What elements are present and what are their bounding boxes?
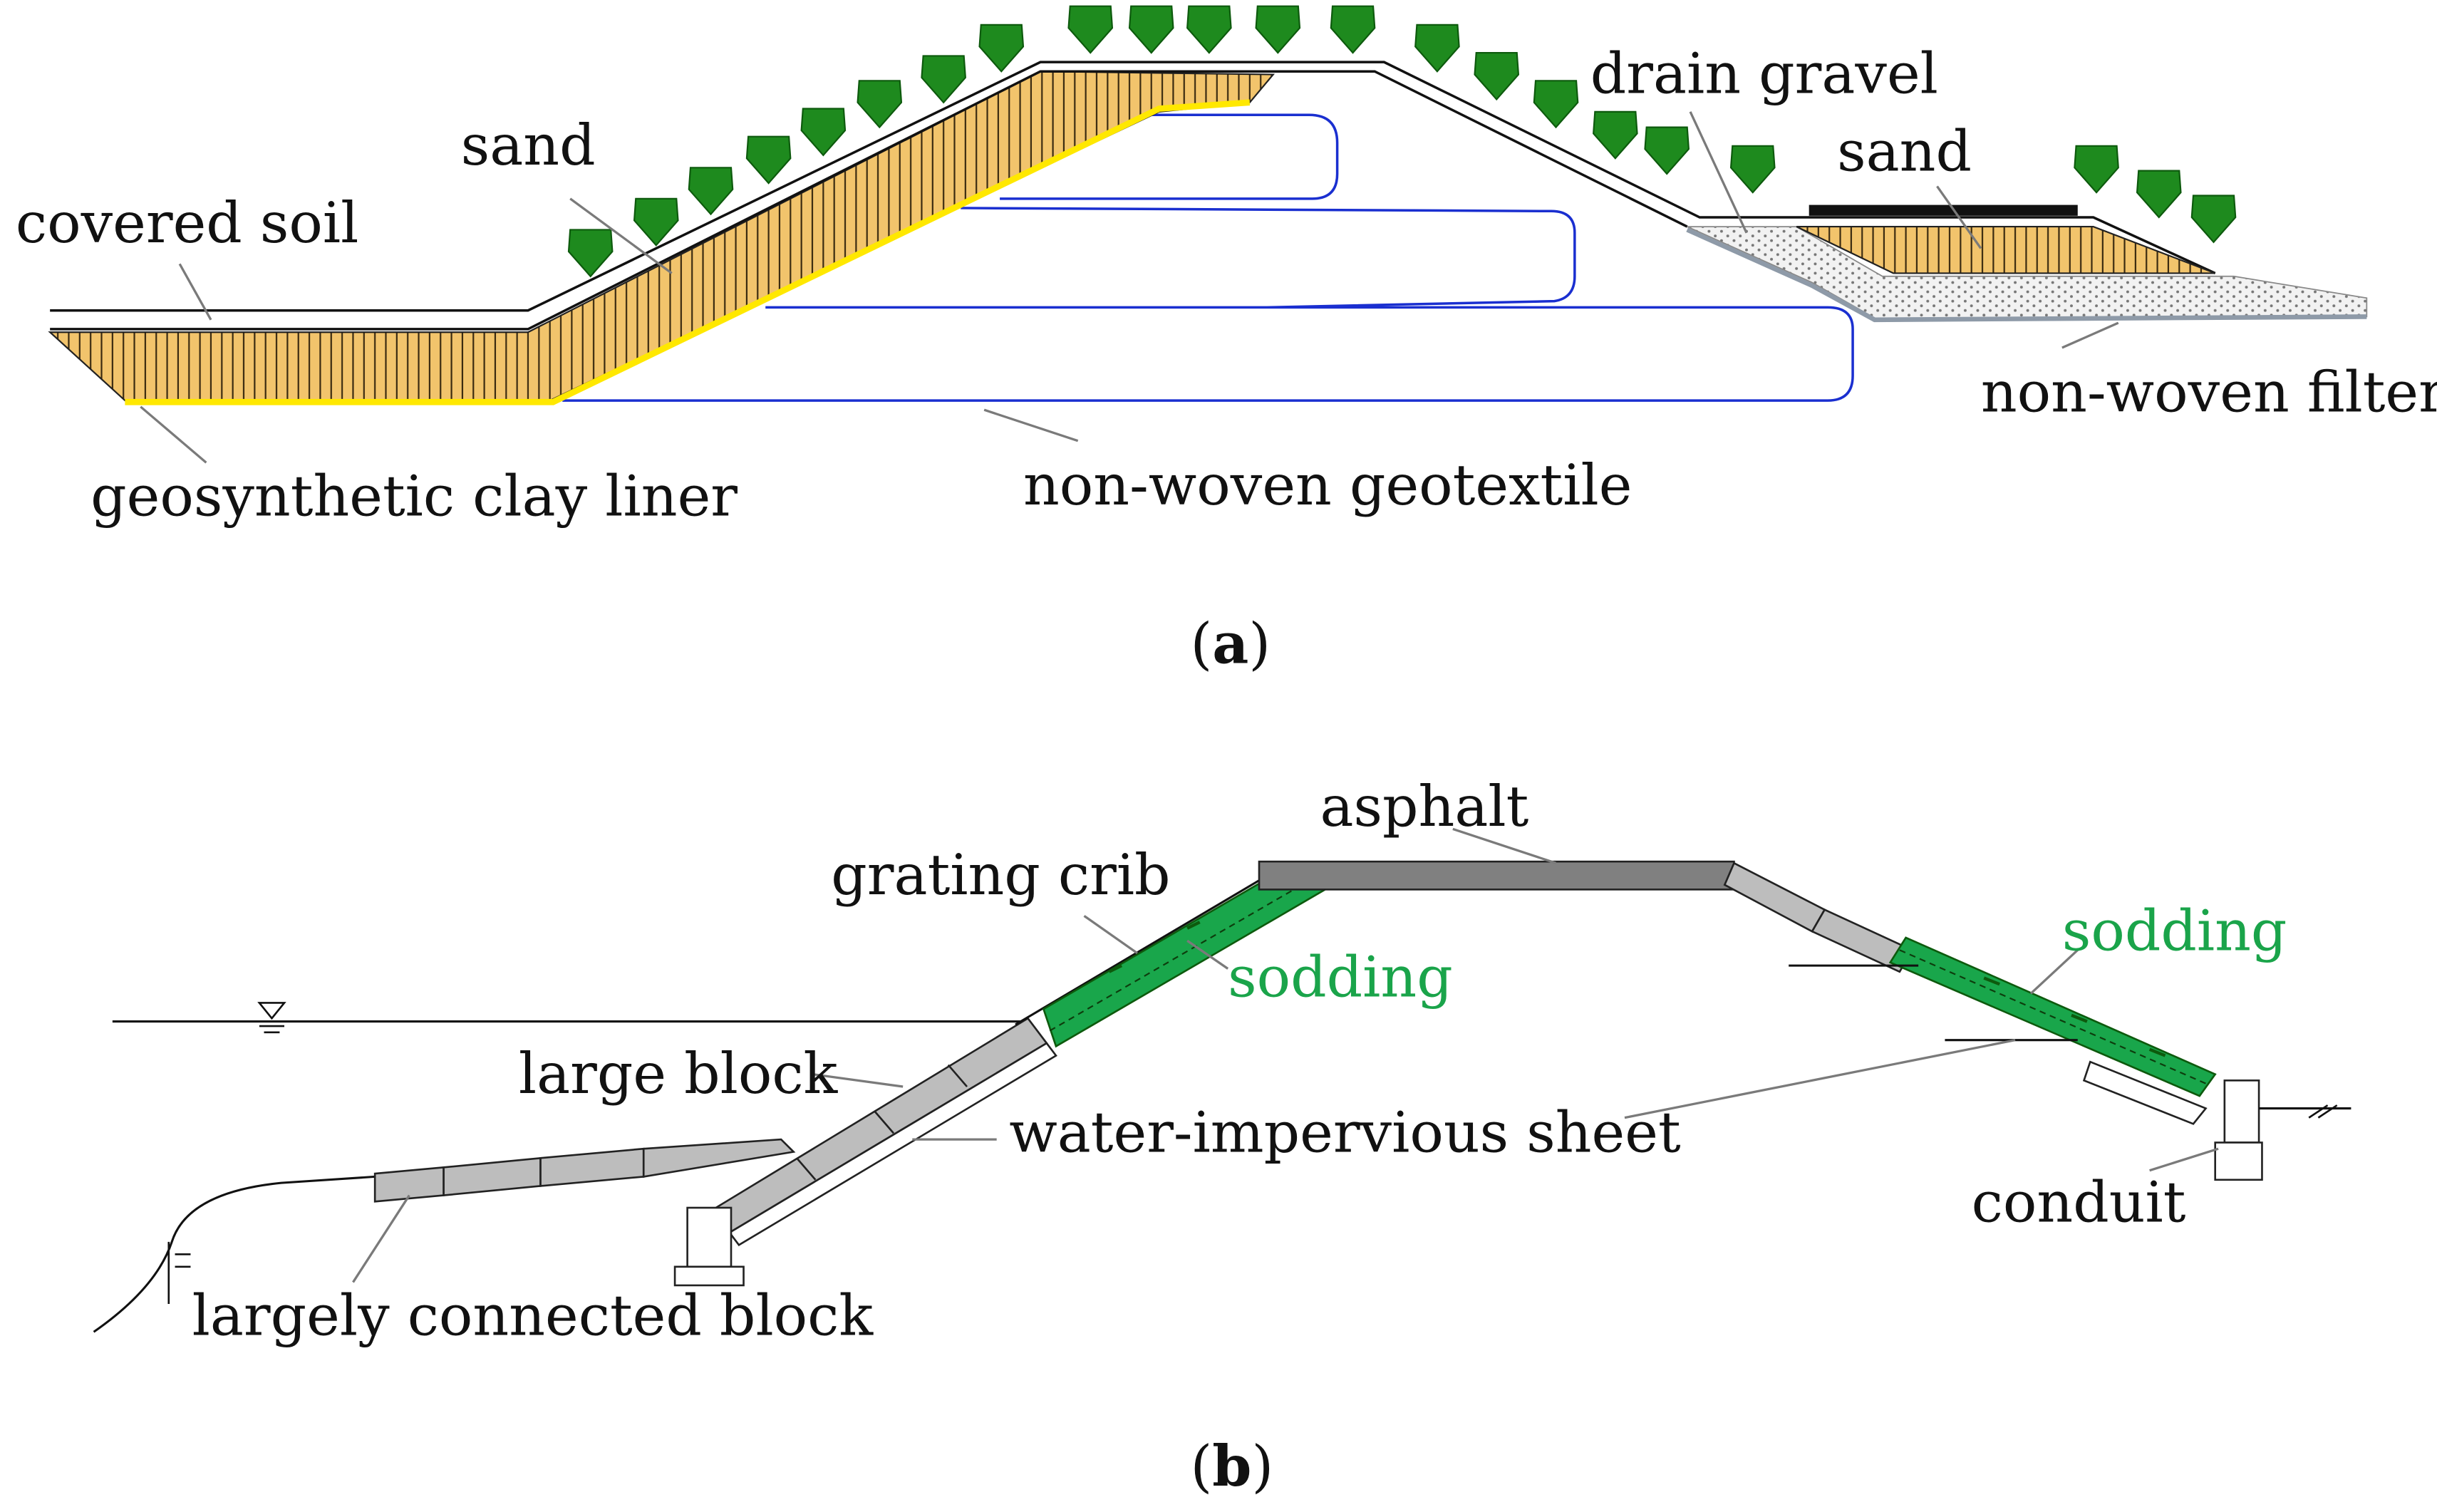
- tree-icon: [1644, 126, 1690, 175]
- caption-b: (b): [1191, 1433, 1274, 1499]
- label-grating-crib: grating crib: [831, 842, 1170, 908]
- tree-icon: [1474, 51, 1520, 100]
- tree-icon: [1729, 145, 1776, 194]
- label-water-impervious-sheet: water-impervious sheet: [1009, 1100, 1680, 1166]
- tree-icon: [1414, 24, 1460, 73]
- water-level-icon: [257, 1002, 286, 1034]
- grating-crib-bumps-right: [1983, 976, 2166, 1057]
- tree-icon: [2136, 170, 2182, 219]
- tree-icon: [1330, 5, 1376, 54]
- non-woven-filter: [1686, 227, 2367, 323]
- label-geosynthetic-clay-liner: geosynthetic clay liner: [90, 464, 738, 529]
- label-sand-left: sand: [461, 113, 596, 178]
- right-toe-block: [2082, 1060, 2208, 1125]
- panel-b: asphalt grating crib sodding sodding lar…: [93, 774, 2351, 1499]
- panel-a-leaders: [140, 111, 2119, 464]
- grating-crib-centerline-left: [1049, 887, 1298, 1032]
- covered-soil-top: [50, 61, 2216, 312]
- label-large-block: large block: [519, 1041, 839, 1107]
- label-drain-gravel: drain gravel: [1590, 41, 1938, 107]
- grating-crib-bumps-left: [1108, 921, 1201, 973]
- foot-block: [673, 1206, 745, 1287]
- label-largely-connected-block: largely connected block: [192, 1283, 874, 1349]
- tree-icon: [567, 229, 614, 277]
- tree-icon: [2190, 195, 2237, 243]
- label-sodding-right: sodding: [2062, 899, 2287, 964]
- tree-icon: [633, 197, 679, 247]
- tree-icon: [1128, 5, 1174, 54]
- label-sand-right: sand: [1837, 119, 1972, 185]
- caption-a: (a): [1191, 611, 1271, 677]
- panel-a: covered soil sand geosynthetic clay line…: [16, 5, 2437, 677]
- ground-hatch-icon: [2308, 1104, 2338, 1119]
- slope-profile-left: [1015, 877, 1263, 1026]
- tree-icon: [1186, 5, 1232, 54]
- asphalt-crest: [1258, 860, 1735, 891]
- label-sodding-left: sodding: [1228, 945, 1453, 1010]
- label-conduit: conduit: [1972, 1170, 2186, 1236]
- tree-icon: [1067, 5, 1114, 54]
- geosynthetic-clay-liner: [125, 99, 1251, 405]
- label-non-woven-geotextile: non-woven geotextile: [1023, 452, 1632, 518]
- tree-icon: [1255, 5, 1301, 54]
- label-non-woven-filter: non-woven filter: [1981, 360, 2437, 425]
- tree-icon: [857, 80, 903, 128]
- grating-crib-centerline-right: [1899, 949, 2206, 1084]
- top-cap: [1809, 204, 2078, 216]
- tree-icon: [1593, 110, 1638, 160]
- ground-hatch-icon: [167, 1241, 191, 1305]
- tree-icon: [2074, 145, 2119, 194]
- tree-icon: [745, 135, 792, 185]
- sand-layer-right: [1796, 225, 2216, 274]
- conduit: [2214, 1079, 2263, 1181]
- geotextile-wraps: [562, 113, 1854, 402]
- label-asphalt: asphalt: [1320, 774, 1529, 839]
- right-slope-blocks: [1723, 861, 1914, 973]
- covered-soil-bottom: [50, 70, 1688, 331]
- ground-profile-left: [93, 1175, 376, 1333]
- water-impervious-sheet: [728, 1042, 1057, 1247]
- tree-icon: [921, 55, 966, 103]
- tree-icon: [688, 167, 734, 215]
- tree-icon: [1533, 80, 1579, 128]
- largely-connected-block: [373, 1138, 796, 1203]
- tree-icon: [978, 24, 1025, 73]
- panel-b-leaders: [352, 827, 2219, 1283]
- tree-icon: [800, 108, 847, 156]
- label-covered-soil: covered soil: [16, 190, 358, 256]
